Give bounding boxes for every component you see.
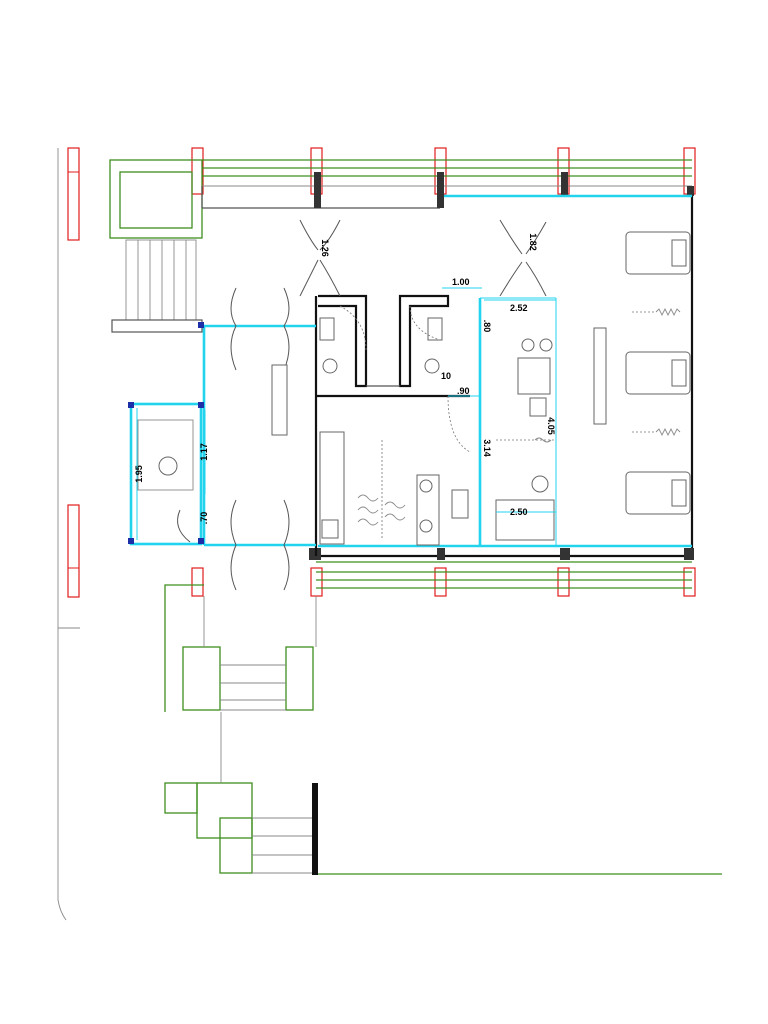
planter-bottom (164, 561, 692, 712)
column-marker (310, 567, 323, 597)
side-stair (111, 239, 203, 333)
chair-icon (419, 519, 433, 533)
chair-icon (529, 397, 547, 417)
dim-label: 1.00 (452, 277, 470, 287)
chair-icon (531, 475, 549, 493)
column-marker (557, 567, 570, 597)
dim-label: 1.26 (320, 239, 330, 257)
chair-icon (419, 479, 433, 493)
sheet-border (57, 148, 80, 921)
building-walls (201, 172, 694, 560)
dim-label: 1.95 (134, 465, 144, 483)
armchair-icon (158, 456, 178, 476)
chair-icon (539, 338, 553, 352)
treatment-area (593, 231, 691, 515)
toilet-icon (424, 358, 440, 374)
desk (517, 357, 551, 395)
column-marker (191, 147, 204, 195)
washbasin-icon (427, 317, 443, 341)
column-marker (67, 504, 80, 598)
chair-icon (521, 338, 535, 352)
consultation-room (319, 431, 469, 546)
toilet-rooms (318, 294, 450, 388)
dim-label: 1.17 (199, 443, 209, 461)
planter-top (109, 159, 692, 239)
lobby-furniture (137, 364, 288, 491)
doors (177, 219, 547, 591)
dim-label: 10 (441, 371, 451, 381)
column-marker (683, 567, 696, 597)
office-room (495, 338, 556, 541)
side-room (137, 419, 194, 491)
column-marker (67, 147, 80, 241)
washbasin-icon (319, 317, 335, 341)
dim-label: 4.05 (546, 417, 556, 435)
dimension-labels: 1.26 1.82 1.00 2.52 .80 10 .90 4.05 3.14… (134, 233, 556, 524)
dim-label: 2.50 (510, 507, 528, 517)
bench (495, 499, 555, 541)
dimension-lines (136, 287, 557, 546)
dim-label: .70 (199, 512, 209, 525)
dim-label: 2.52 (510, 303, 528, 313)
reception-counter (271, 364, 288, 436)
chair-icon (451, 489, 469, 519)
structural-columns (67, 147, 696, 598)
dim-label: 3.14 (482, 439, 492, 457)
lower-steps (164, 712, 722, 875)
entrance-steps (182, 596, 317, 711)
dim-label: 1.82 (528, 233, 538, 251)
divider-panel (593, 327, 607, 425)
column-marker (434, 567, 447, 597)
toilet-icon (322, 358, 338, 374)
column-marker (191, 567, 204, 597)
dim-label: .90 (457, 386, 470, 396)
dim-label: .80 (482, 320, 492, 333)
